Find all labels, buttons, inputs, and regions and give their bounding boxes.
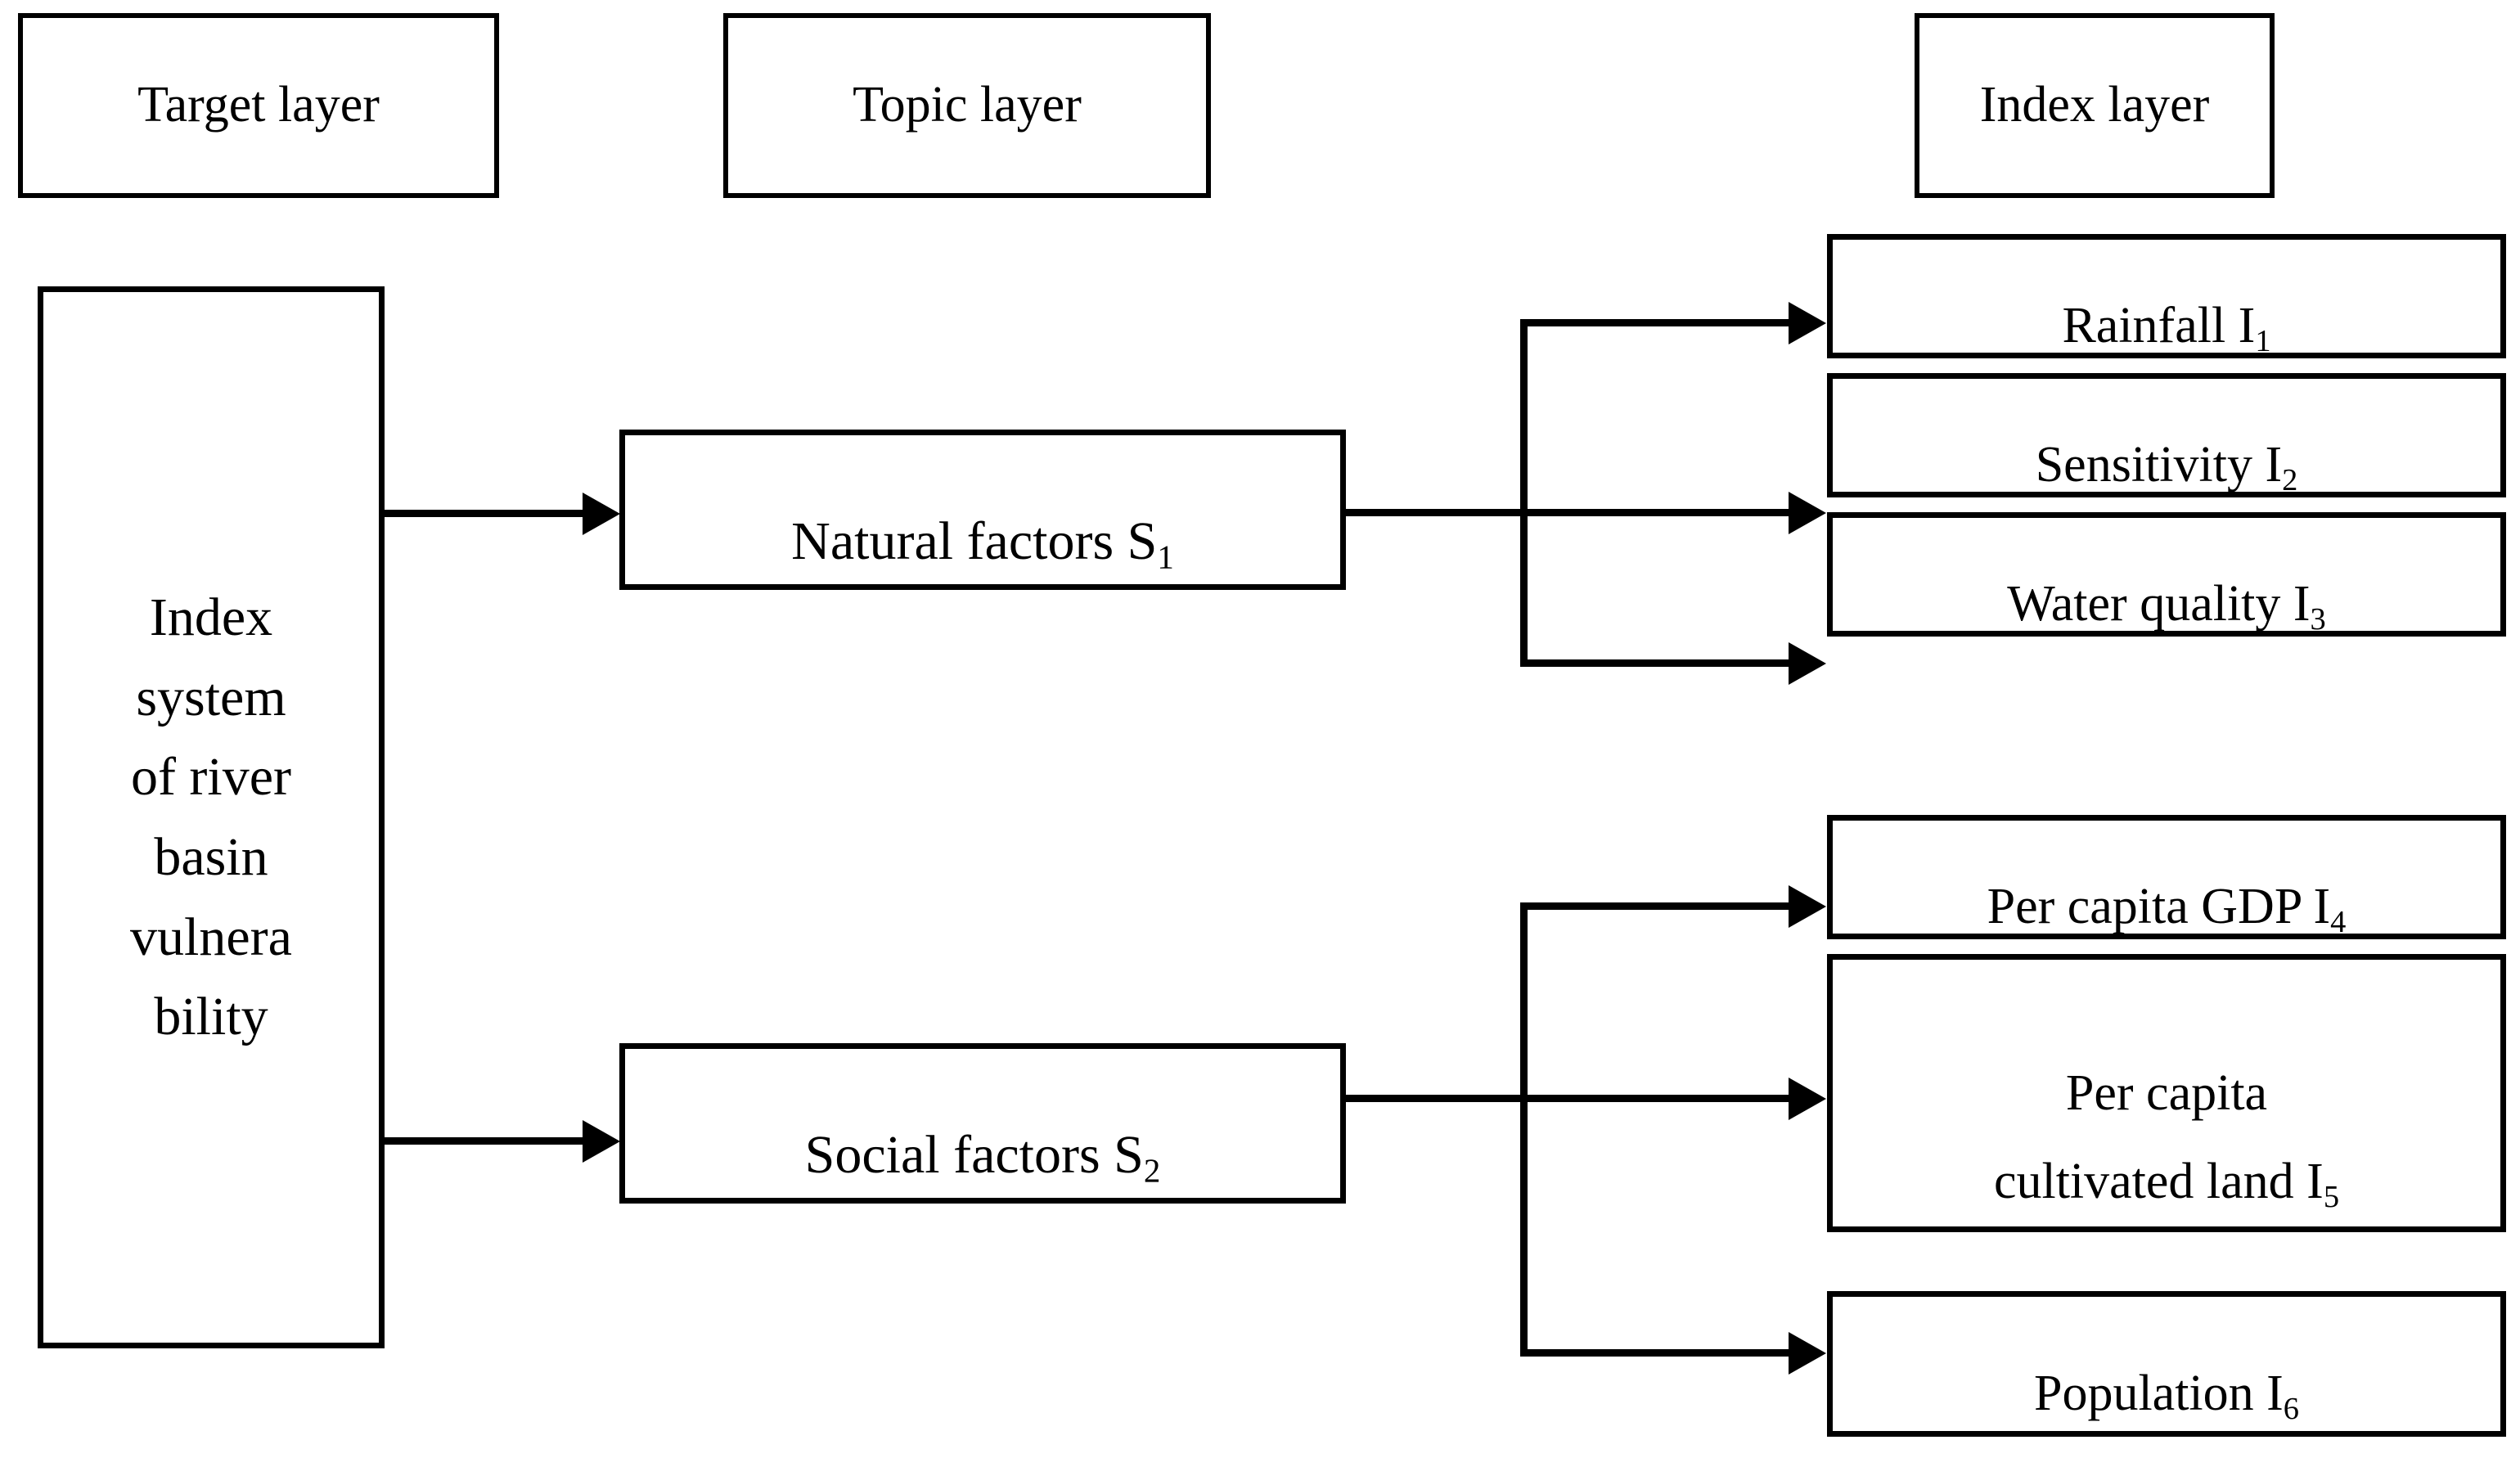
- header-box-index-layer: Index layer: [1915, 13, 2275, 198]
- index-label-rainfall-text: Rainfall I: [2062, 298, 2256, 353]
- index-label-rainfall: Rainfall I1: [2054, 236, 2279, 358]
- index-subscript-i6: 6: [2283, 1391, 2300, 1426]
- connector-social-factors-to-population-line: [1520, 1349, 1791, 1357]
- connector-social-factors-to-per-capita-gdp-line: [1520, 902, 1791, 910]
- connector-natural-factors-to-rainfall-arrowhead: [1789, 302, 1826, 344]
- topic-label-social-factors: Social factors S2: [797, 1060, 1169, 1187]
- connector-natural-factors-to-sensitivity-arrowhead: [1789, 492, 1826, 534]
- index-subscript-i2: 2: [2282, 462, 2298, 497]
- header-label-target-layer: Target layer: [137, 77, 380, 133]
- index-box-per-capita-cultivated-land[interactable]: Per capita cultivated land I5: [1827, 954, 2506, 1232]
- connector-social-factors-to-per-capita-cultivated-land-arrowhead: [1789, 1078, 1826, 1120]
- header-box-topic-layer: Topic layer: [723, 13, 1211, 198]
- header-label-index-layer: Index layer: [1979, 77, 2210, 133]
- index-subscript-i3: 3: [2310, 601, 2326, 637]
- connector-natural-factors-to-rainfall-line: [1520, 319, 1791, 326]
- target-layer-label: Index system of river basin vulnera bili…: [130, 587, 292, 1047]
- index-box-water-quality[interactable]: Water quality I3: [1827, 512, 2506, 637]
- index-label-population-text: Population I: [2033, 1366, 2284, 1421]
- topic-subscript-s1: 1: [1157, 538, 1174, 576]
- index-label-water-quality-text: Water quality I: [2007, 576, 2311, 632]
- index-label-per-capita-gdp: Per capita GDP I4: [1979, 817, 2355, 939]
- index-box-sensitivity[interactable]: Sensitivity I2: [1827, 373, 2506, 497]
- connector-target-to-social-factors-line: [381, 1137, 586, 1145]
- header-label-topic-layer: Topic layer: [853, 77, 1082, 133]
- header-box-target-layer: Target layer: [18, 13, 499, 198]
- topic-label-natural-factors: Natural factors S1: [783, 446, 1182, 574]
- index-label-per-capita-gdp-text: Per capita GDP I: [1987, 879, 2331, 934]
- index-label-population: Population I6: [2026, 1304, 2307, 1424]
- index-subscript-i1: 1: [2255, 323, 2271, 358]
- topic-label-social-factors-text: Social factors S: [804, 1125, 1144, 1185]
- topic-subscript-s2: 2: [1143, 1152, 1161, 1190]
- connector-target-to-natural-factors-line: [381, 510, 586, 517]
- topic-box-social-factors[interactable]: Social factors S2: [619, 1043, 1346, 1204]
- index-box-rainfall[interactable]: Rainfall I1: [1827, 234, 2506, 358]
- connector-social-factors-branch-column: [1520, 902, 1528, 1357]
- index-label-sensitivity-text: Sensitivity I: [2035, 437, 2283, 493]
- index-subscript-i5: 5: [2323, 1180, 2340, 1214]
- index-label-per-capita-cultivated-land-text: Per capita cultivated land I: [1993, 1064, 2324, 1210]
- connector-natural-factors-branch-column: [1520, 319, 1528, 667]
- connector-social-factors-trunk: [1345, 1095, 1791, 1102]
- connector-social-factors-to-per-capita-gdp-arrowhead: [1789, 885, 1826, 928]
- topic-box-natural-factors[interactable]: Natural factors S1: [619, 430, 1346, 590]
- index-subscript-i4: 4: [2330, 904, 2347, 939]
- connector-natural-factors-to-water-quality-line: [1520, 659, 1791, 667]
- connector-target-to-social-factors-arrowhead: [583, 1120, 620, 1163]
- topic-label-natural-factors-text: Natural factors S: [791, 511, 1158, 571]
- connector-target-to-natural-factors-arrowhead: [583, 493, 620, 535]
- index-label-per-capita-cultivated-land: Per capita cultivated land I5: [1986, 960, 2347, 1226]
- target-layer-box[interactable]: Index system of river basin vulnera bili…: [38, 286, 385, 1348]
- index-label-sensitivity: Sensitivity I2: [2027, 376, 2306, 497]
- connector-natural-factors-trunk: [1345, 509, 1791, 516]
- connector-natural-factors-to-water-quality-arrowhead: [1789, 642, 1826, 685]
- index-box-per-capita-gdp[interactable]: Per capita GDP I4: [1827, 815, 2506, 939]
- index-box-population[interactable]: Population I6: [1827, 1291, 2506, 1437]
- connector-social-factors-to-population-arrowhead: [1789, 1332, 1826, 1375]
- index-label-water-quality: Water quality I3: [1999, 515, 2334, 637]
